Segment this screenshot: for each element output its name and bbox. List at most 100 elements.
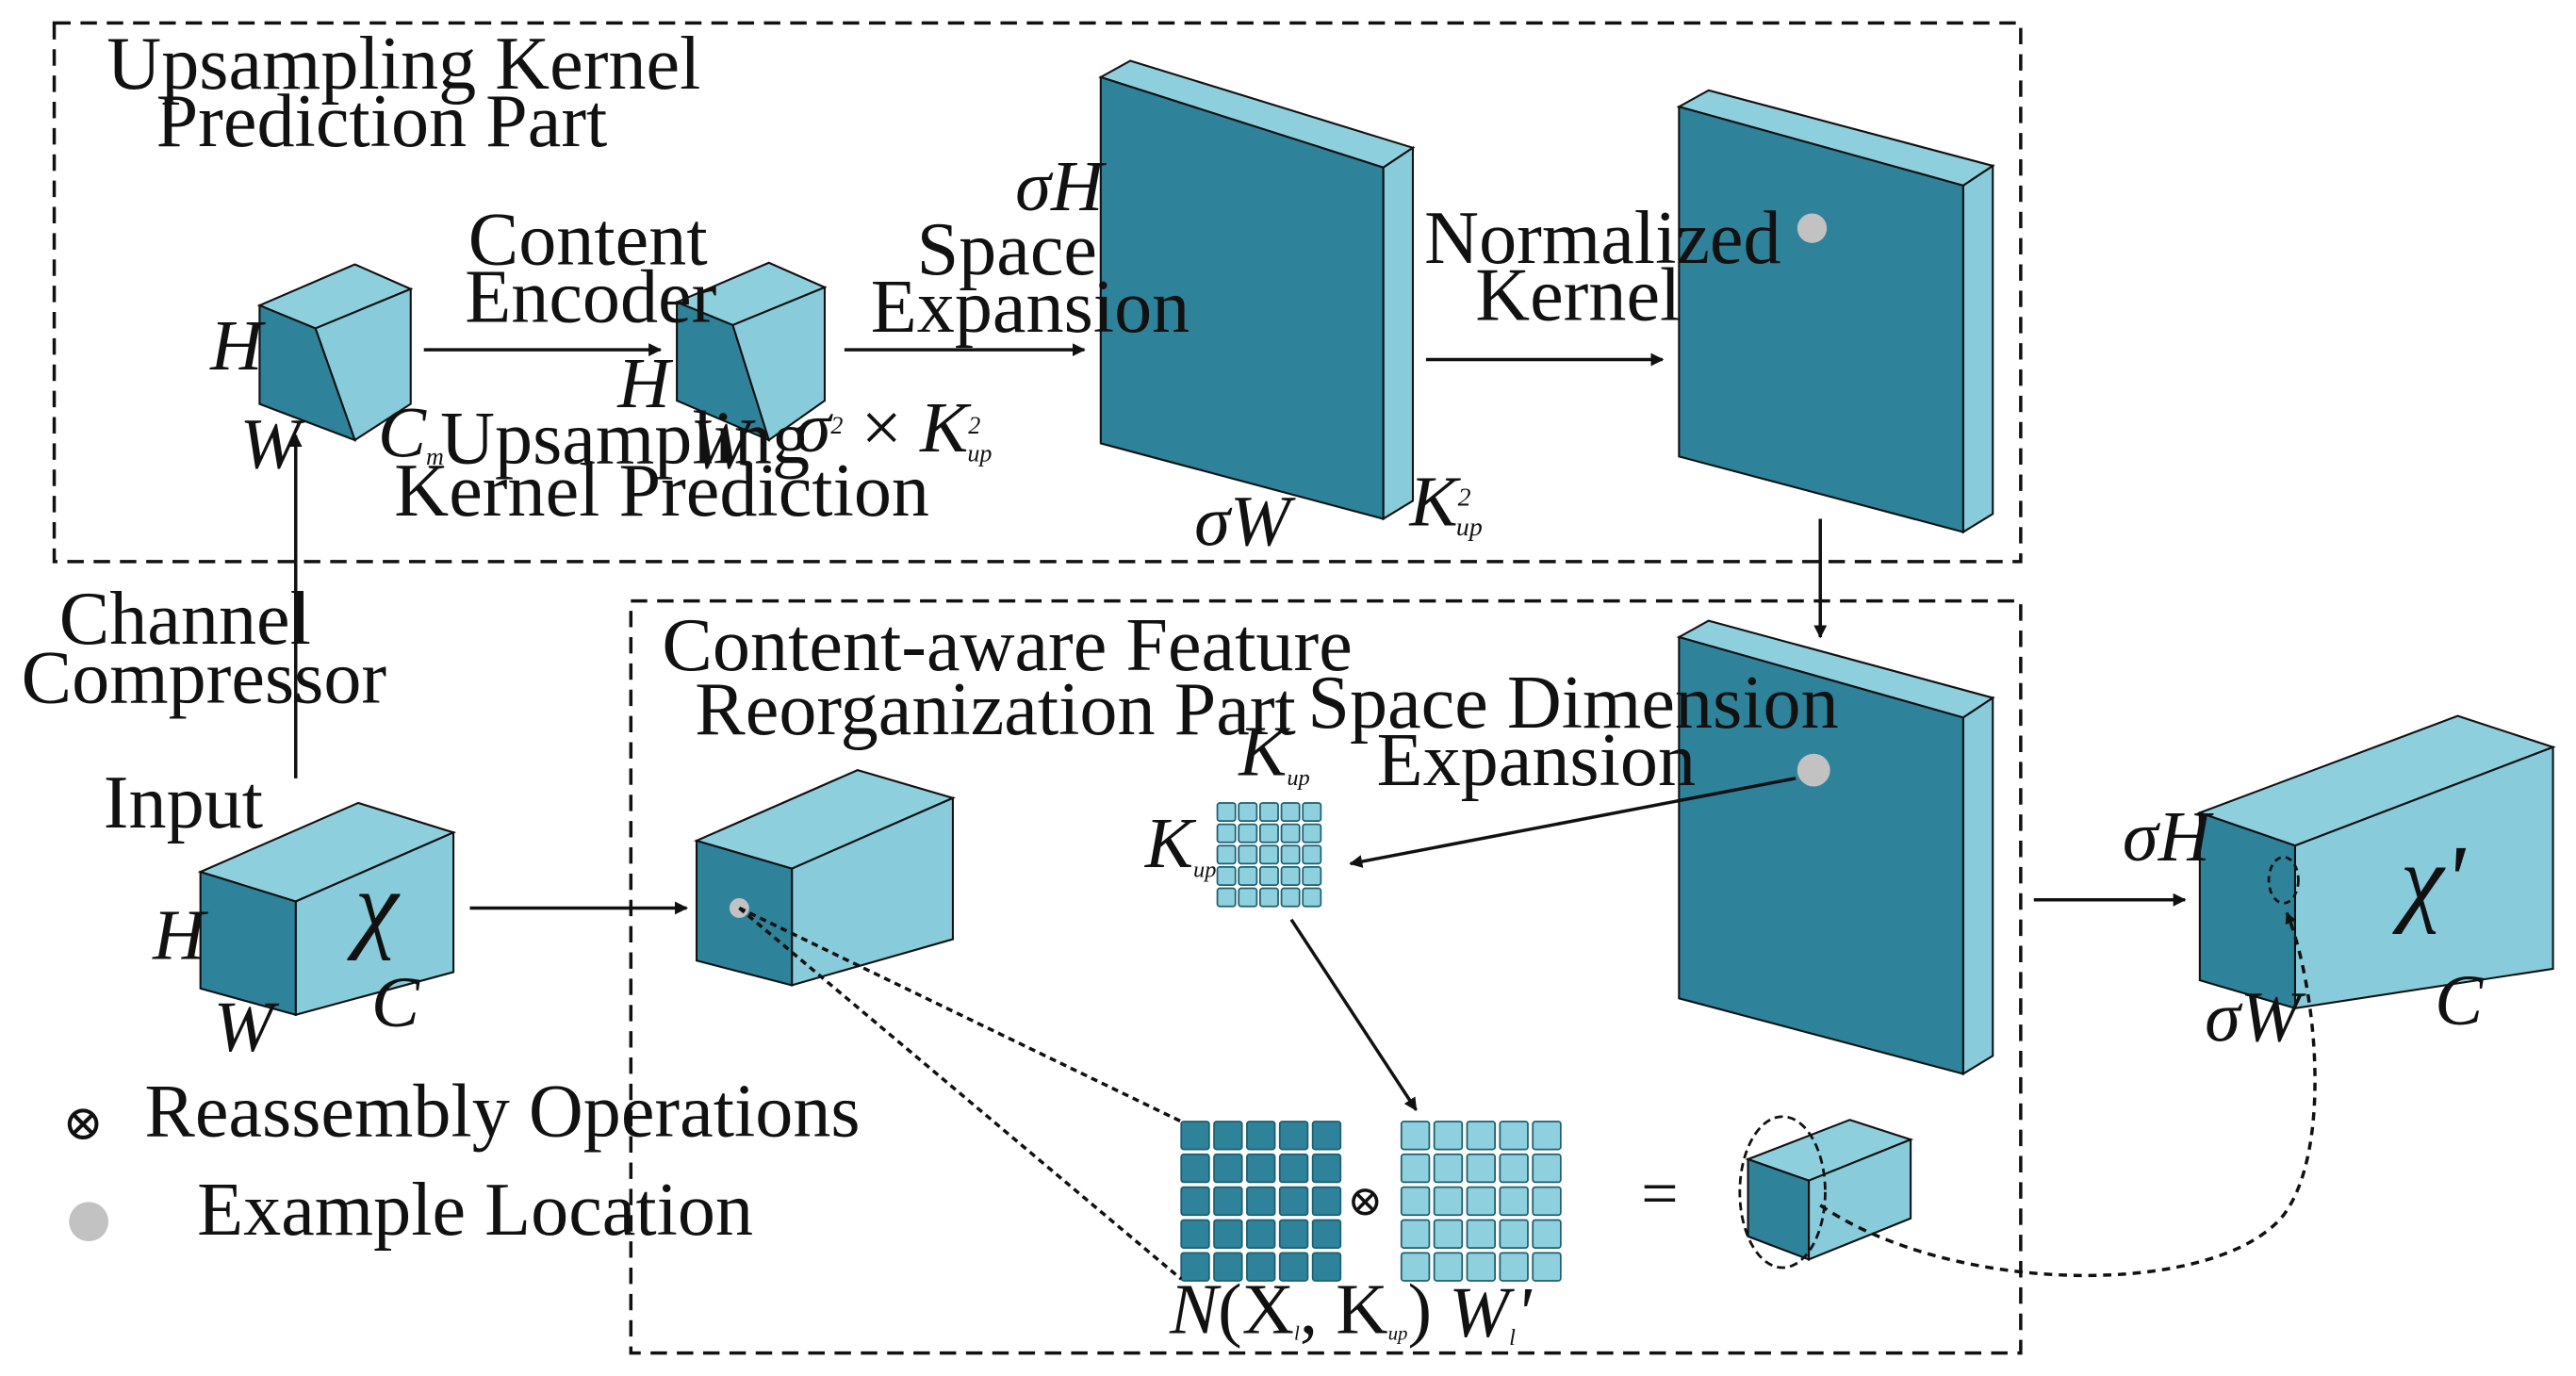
- weight-grid-cell: [1433, 1121, 1464, 1151]
- weight-grid-cell: [1400, 1219, 1431, 1249]
- input-c-label: C: [371, 962, 420, 1042]
- neighborhood-grid-cell: [1213, 1121, 1243, 1151]
- reorganization-input-cube: [693, 769, 956, 987]
- neighborhood-grid-cell: [1311, 1153, 1342, 1184]
- reassembly-operator: ⊗: [1347, 1177, 1383, 1224]
- kernel-prediction-label-line2: Kernel Prediction: [394, 450, 929, 532]
- kernel-grid-cell: [1302, 802, 1322, 822]
- kernel-prediction-label-line1: Upsampling: [440, 397, 810, 480]
- space-dimension-arrow: [1349, 777, 1797, 868]
- weight-grid-cell: [1400, 1121, 1431, 1151]
- feature-part-title-line2: Reorganization Part: [695, 668, 1296, 751]
- output-sigma-w-label: σW: [2205, 977, 2306, 1057]
- normalized-kernel-panel: [1676, 89, 1995, 534]
- cube1-h-label: H: [209, 305, 266, 385]
- kernel-grid-cell: [1258, 887, 1279, 908]
- kernel-grid-cell: [1302, 844, 1322, 865]
- kernel-grid-cell: [1238, 844, 1258, 865]
- neighborhood-grid-cell: [1246, 1153, 1276, 1184]
- weight-grid-cell: [1433, 1252, 1464, 1282]
- weight-grid-cell: [1433, 1219, 1464, 1249]
- input-w-label: W: [214, 987, 280, 1067]
- kernel-grid-cell: [1280, 823, 1301, 844]
- kernel-grid-cell: [1238, 802, 1258, 822]
- weight-grid-cell: [1466, 1153, 1496, 1184]
- feature-reorganization-part-box: [629, 598, 2023, 1355]
- kernel-grid-cell: [1238, 866, 1258, 886]
- legend-reassembly-text: Reassembly Operations: [144, 1071, 860, 1154]
- kernel-grid-top-label: Kup: [1238, 711, 1310, 791]
- neighborhood-grid-cell: [1213, 1186, 1243, 1217]
- neighborhood-grid-cell: [1246, 1121, 1276, 1151]
- neighborhood-label: N(Xl, Kup): [1169, 1270, 1432, 1350]
- weight-grid-cell: [1499, 1219, 1529, 1249]
- kernel-grid-cell: [1302, 866, 1322, 886]
- kernel-grid-small: [1216, 802, 1322, 908]
- output-example-ellipse: [2267, 856, 2300, 905]
- kernel-prediction-part-box: [52, 21, 2023, 564]
- panel1-sigma-w-label: σW: [1194, 481, 1296, 561]
- kernel-grid-cell: [1216, 844, 1237, 865]
- neighborhood-grid-cell: [1278, 1186, 1309, 1217]
- weight-grid-cell: [1433, 1186, 1464, 1217]
- weight-grid-cell: [1466, 1121, 1496, 1151]
- kernel-grid-cell: [1238, 823, 1258, 844]
- equals-sign: =: [1641, 1157, 1678, 1230]
- kernel-grid-cell: [1280, 802, 1301, 822]
- neighborhood-grid-cell: [1278, 1121, 1309, 1151]
- weight-grid-cell: [1466, 1219, 1496, 1249]
- neighborhood-grid-cell: [1311, 1252, 1342, 1282]
- kernel-grid-cell: [1280, 866, 1301, 886]
- neighborhood-grid-cell: [1180, 1153, 1210, 1184]
- cube1-cm-label: Cm: [378, 392, 444, 472]
- weight-grid-cell: [1433, 1153, 1464, 1184]
- space-dimension-label-line2: Expansion: [1377, 719, 1696, 802]
- weight-grid-cell: [1499, 1153, 1529, 1184]
- result-to-output-curve: [1819, 911, 2317, 1278]
- neighborhood-grid-cell: [1246, 1186, 1276, 1217]
- compressed-feature-cube: [256, 263, 414, 442]
- weight-grid-cell: [1532, 1186, 1562, 1217]
- neighborhood-grid-cell: [1278, 1252, 1309, 1282]
- neighborhood-grid-cell: [1180, 1252, 1210, 1282]
- weight-grid-cell: [1532, 1121, 1562, 1151]
- output-c-label: C: [2435, 960, 2484, 1040]
- kernel-grid-cell: [1280, 844, 1301, 865]
- neighborhood-grid-cell: [1311, 1186, 1342, 1217]
- normalized-kernel-label-line2: Kernel: [1475, 254, 1681, 337]
- cube2-w-label: W: [690, 404, 756, 484]
- input-chi-label: χ: [346, 852, 401, 961]
- neighborhood-grid-cell: [1246, 1252, 1276, 1282]
- input-feature-cube: [197, 801, 457, 1017]
- weight-grid-cell: [1400, 1252, 1431, 1282]
- input-h-label: H: [152, 894, 208, 975]
- neighborhood-grid-cell: [1180, 1219, 1210, 1249]
- weight-grid-cell: [1499, 1121, 1529, 1151]
- weight-grid-cell: [1499, 1252, 1529, 1282]
- neighborhood-grid-cell: [1213, 1219, 1243, 1249]
- projection-line-top: [738, 906, 1182, 1123]
- space-dimension-label-line1: Space Dimension: [1307, 662, 1838, 745]
- neighborhood-grid-cell: [1278, 1153, 1309, 1184]
- kernel-prediction-cube: [674, 261, 828, 442]
- normalized-kernel-label-line1: Normalized: [1424, 197, 1780, 280]
- kernel-grid-cell: [1258, 823, 1279, 844]
- kernel-grid-cell: [1216, 887, 1237, 908]
- projection-line-bottom: [738, 907, 1183, 1281]
- neighborhood-grid-cell: [1278, 1219, 1309, 1249]
- reassembly-kernel-panel: [1676, 619, 1995, 1076]
- legend-example-location-text: Example Location: [197, 1169, 753, 1252]
- expanded-kernel-panel: [1098, 59, 1416, 521]
- output-chi-prime-label: χ': [2391, 826, 2466, 935]
- weight-grid-cell: [1400, 1153, 1431, 1184]
- normalized-kernel-example-dot: [1797, 213, 1828, 243]
- result-ellipse: [1738, 1115, 1827, 1270]
- neighborhood-grid-cell: [1246, 1219, 1276, 1249]
- kernel-grid-cell: [1258, 802, 1279, 822]
- output-sigma-h-label: σH: [2123, 796, 2214, 876]
- content-encoder-label-line2: Encoder: [465, 255, 716, 338]
- kernel-to-weights-arrow: [1289, 918, 1418, 1111]
- weight-grid-cell: [1466, 1186, 1496, 1217]
- kernel-grid-cell: [1216, 866, 1237, 886]
